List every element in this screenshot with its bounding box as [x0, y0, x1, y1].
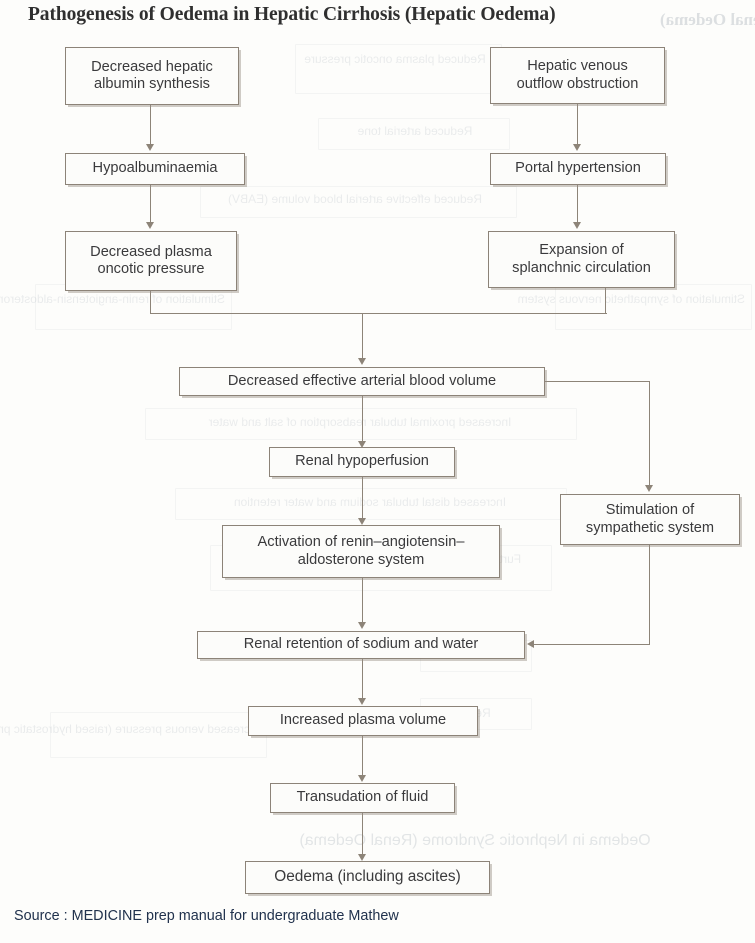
- edge-n1-n2-line: [150, 105, 152, 146]
- node-line-1: Hypoalbuminaemia: [92, 160, 218, 177]
- node-decreased-hepatic-albumin-synthesis[interactable]: Decreased hepatic albumin synthesis: [65, 47, 239, 105]
- node-line-1: Portal hypertension: [515, 160, 641, 177]
- edge-n11-n12-arrow: [358, 698, 366, 705]
- edge-n3-merge-down: [150, 291, 152, 314]
- node-line-1: Transudation of fluid: [296, 789, 429, 806]
- edge-n13-n14-line: [362, 813, 364, 859]
- ghost-text: Stimulation of renin-angiotensin-aldoste…: [0, 292, 225, 306]
- node-decreased-effective-arterial-blood-volume[interactable]: Decreased effective arterial blood volum…: [179, 367, 545, 396]
- edge-n7-n10-arrow: [645, 485, 653, 492]
- ghost-box: [295, 44, 502, 94]
- ghost-box: [318, 118, 510, 150]
- node-transudation-of-fluid[interactable]: Transudation of fluid: [270, 783, 455, 813]
- edge-n10-n11-h: [534, 644, 650, 646]
- edge-n1-n2-arrow: [146, 144, 154, 151]
- node-line-1: Oedema (including ascites): [274, 868, 461, 886]
- node-renal-retention-of-sodium-and-water[interactable]: Renal retention of sodium and water: [197, 631, 525, 659]
- node-portal-hypertension[interactable]: Portal hypertension: [490, 153, 666, 185]
- edge-merge-bus: [150, 313, 607, 315]
- edge-n5-n6-line: [577, 185, 579, 224]
- ghost-box: [145, 408, 577, 440]
- page-title: Pathogenesis of Oedema in Hepatic Cirrho…: [28, 4, 556, 25]
- node-activation-of-renin-angiotensin-aldosterone-system[interactable]: Activation of renin–angiotensin– aldoste…: [222, 525, 500, 578]
- edge-n2-n3-line: [150, 185, 152, 224]
- node-oedema-including-ascites[interactable]: Oedema (including ascites): [245, 861, 490, 894]
- edge-n7-n10-v: [649, 381, 651, 488]
- ghost-text: Increased venous pressure (raised hydros…: [0, 722, 260, 736]
- ghost-text: Stimulation of sympathetic nervous syste…: [517, 292, 745, 306]
- ghost-text: Reduced plasma oncotic pressure: [304, 52, 486, 66]
- node-line-2: splanchnic circulation: [512, 259, 651, 276]
- edge-n6-merge-down: [605, 288, 607, 314]
- edge-n4-n5-arrow: [573, 144, 581, 151]
- node-line-2: oncotic pressure: [97, 261, 205, 277]
- node-hypoalbuminaemia[interactable]: Hypoalbuminaemia: [65, 153, 245, 185]
- edge-n2-n3-arrow: [146, 222, 154, 229]
- node-line-1: Renal hypoperfusion: [295, 453, 429, 470]
- edge-n12-n13-arrow: [358, 775, 366, 782]
- ghost-text: Increased proximal tubular reabsorption …: [208, 415, 512, 429]
- node-line-1: Hepatic venous: [527, 58, 628, 75]
- node-line-1: Activation of renin–angiotensin–: [257, 534, 465, 551]
- node-line-2: aldosterone system: [297, 551, 425, 568]
- edge-n10-n11-v: [649, 545, 651, 645]
- edge-merge-to-n7-arrow: [358, 358, 366, 365]
- ghost-text: Reduced arterial tone: [357, 124, 473, 138]
- edge-n4-n5-line: [577, 103, 579, 146]
- node-line-1: Decreased hepatic: [91, 58, 213, 75]
- node-expansion-of-splanchnic-circulation[interactable]: Expansion of splanchnic circulation: [488, 231, 675, 288]
- node-line-2: albumin synthesis: [93, 76, 210, 92]
- node-line-1: Increased plasma volume: [279, 712, 447, 729]
- node-line-1: Expansion of: [539, 242, 624, 259]
- edge-n9-n11-arrow: [358, 622, 366, 629]
- edge-n7-n8-arrow: [358, 441, 366, 448]
- ghost-text: Increased distal tubular sodium and wate…: [233, 495, 507, 509]
- node-line-2: outflow obstruction: [516, 75, 639, 92]
- edge-n7-n8-line: [362, 396, 364, 443]
- node-increased-plasma-volume[interactable]: Increased plasma volume: [248, 706, 478, 736]
- ghost-box: [200, 186, 517, 218]
- edge-merge-to-n7: [362, 313, 364, 361]
- edge-n8-n9-arrow: [358, 518, 366, 525]
- ghost-box: [175, 488, 567, 520]
- node-stimulation-of-sympathetic-system[interactable]: Stimulation of sympathetic system: [560, 494, 740, 545]
- edge-n13-n14-arrow: [358, 854, 366, 861]
- node-hepatic-venous-outflow-obstruction[interactable]: Hepatic venous outflow obstruction: [490, 47, 665, 104]
- edge-n8-n9-line: [362, 477, 364, 522]
- ghost-text: Reduced effective arterial blood volume …: [228, 192, 482, 206]
- source-credit: Source : MEDICINE prep manual for underg…: [14, 908, 399, 924]
- ghost-box: [50, 712, 267, 758]
- node-line-1: Decreased plasma: [90, 243, 212, 260]
- node-line-2: sympathetic system: [585, 519, 715, 536]
- node-line-1: Renal retention of sodium and water: [243, 636, 479, 653]
- node-renal-hypoperfusion[interactable]: Renal hypoperfusion: [269, 447, 455, 477]
- ghost-text: Oedema in Nephrotic Syndrome (Renal Oede…: [299, 832, 651, 849]
- edge-n11-n12-line: [362, 659, 364, 703]
- edge-n5-n6-arrow: [573, 222, 581, 229]
- edge-n7-n10-h: [545, 381, 650, 383]
- edge-n9-n11-line: [362, 578, 364, 626]
- node-line-1: Decreased effective arterial blood volum…: [227, 372, 497, 389]
- ghost-box: [555, 284, 752, 330]
- node-line-1: Stimulation of: [605, 502, 695, 519]
- edge-n10-n11-arrow: [527, 640, 534, 648]
- node-decreased-plasma-oncotic-pressure[interactable]: Decreased plasma oncotic pressure: [65, 231, 237, 291]
- edge-n12-n13-line: [362, 736, 364, 780]
